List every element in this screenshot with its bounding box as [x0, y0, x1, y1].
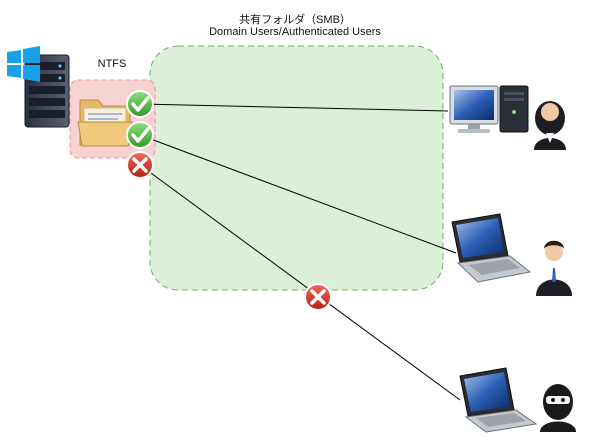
denied-x-icon-share [304, 283, 332, 311]
ntfs-label: NTFS [97, 58, 127, 70]
connection-line-anonymous-user [139, 164, 461, 401]
desktop-computer-icon [449, 85, 529, 133]
businessman-avatar-icon [536, 240, 572, 296]
share-subtitle: Domain Users/Authenticated Users [209, 26, 381, 38]
connection-line-laptop-user [139, 134, 457, 254]
businesswoman-avatar-icon [534, 101, 566, 150]
allowed-check-icon-laptop [126, 121, 154, 149]
denied-x-icon-ntfs [126, 151, 154, 179]
masked-intruder-icon [540, 384, 576, 432]
laptop-computer-icon [451, 213, 532, 283]
connection-line-desktop-user [139, 103, 449, 112]
share-title: 共有フォルダ（SMB） [239, 14, 351, 26]
laptop-computer-icon-anonymous [459, 367, 538, 433]
shared-folder-area [149, 45, 444, 291]
allowed-check-icon-desktop [126, 90, 154, 118]
windows-logo-icon [7, 46, 40, 82]
folder-icon [77, 99, 133, 147]
